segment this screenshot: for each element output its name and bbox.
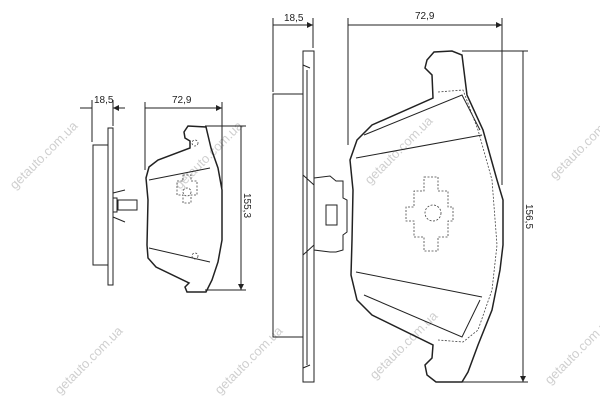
large-pad-side-view (272, 50, 348, 383)
watermark: getauto.com.ua (7, 118, 82, 193)
large-pad-thickness-label: 18,5 (284, 13, 304, 24)
watermark: getauto.com.ua (52, 323, 127, 398)
small-pad-width-label: 72,9 (172, 95, 192, 106)
large-pad-height-label: 156,5 (523, 204, 534, 229)
small-pad-height-dimension: 155,3 (205, 125, 252, 290)
watermark: getauto.com.ua (212, 323, 287, 398)
large-pad-front-view (349, 50, 504, 383)
large-pad-height-dimension: 156,5 (462, 50, 534, 382)
small-pad-thickness-dimension: 18,5 (80, 95, 125, 142)
large-pad-thickness-dimension: 18,5 (272, 13, 313, 92)
small-pad-height-label: 155,3 (241, 193, 252, 218)
small-pad-side-view (92, 127, 138, 286)
watermark: getauto.com.ua (542, 313, 600, 388)
watermark: getauto.com.ua (547, 108, 600, 183)
watermark: getauto.com.ua (367, 308, 442, 383)
large-pad-width-label: 72,9 (415, 11, 435, 22)
large-pad-width-dimension: 72,9 (347, 11, 502, 185)
small-pad-front-view (145, 125, 223, 293)
small-pad-width-dimension: 72,9 (144, 95, 222, 190)
watermark: getauto.com.ua (172, 118, 247, 193)
small-pad-thickness-label: 18,5 (94, 95, 114, 106)
